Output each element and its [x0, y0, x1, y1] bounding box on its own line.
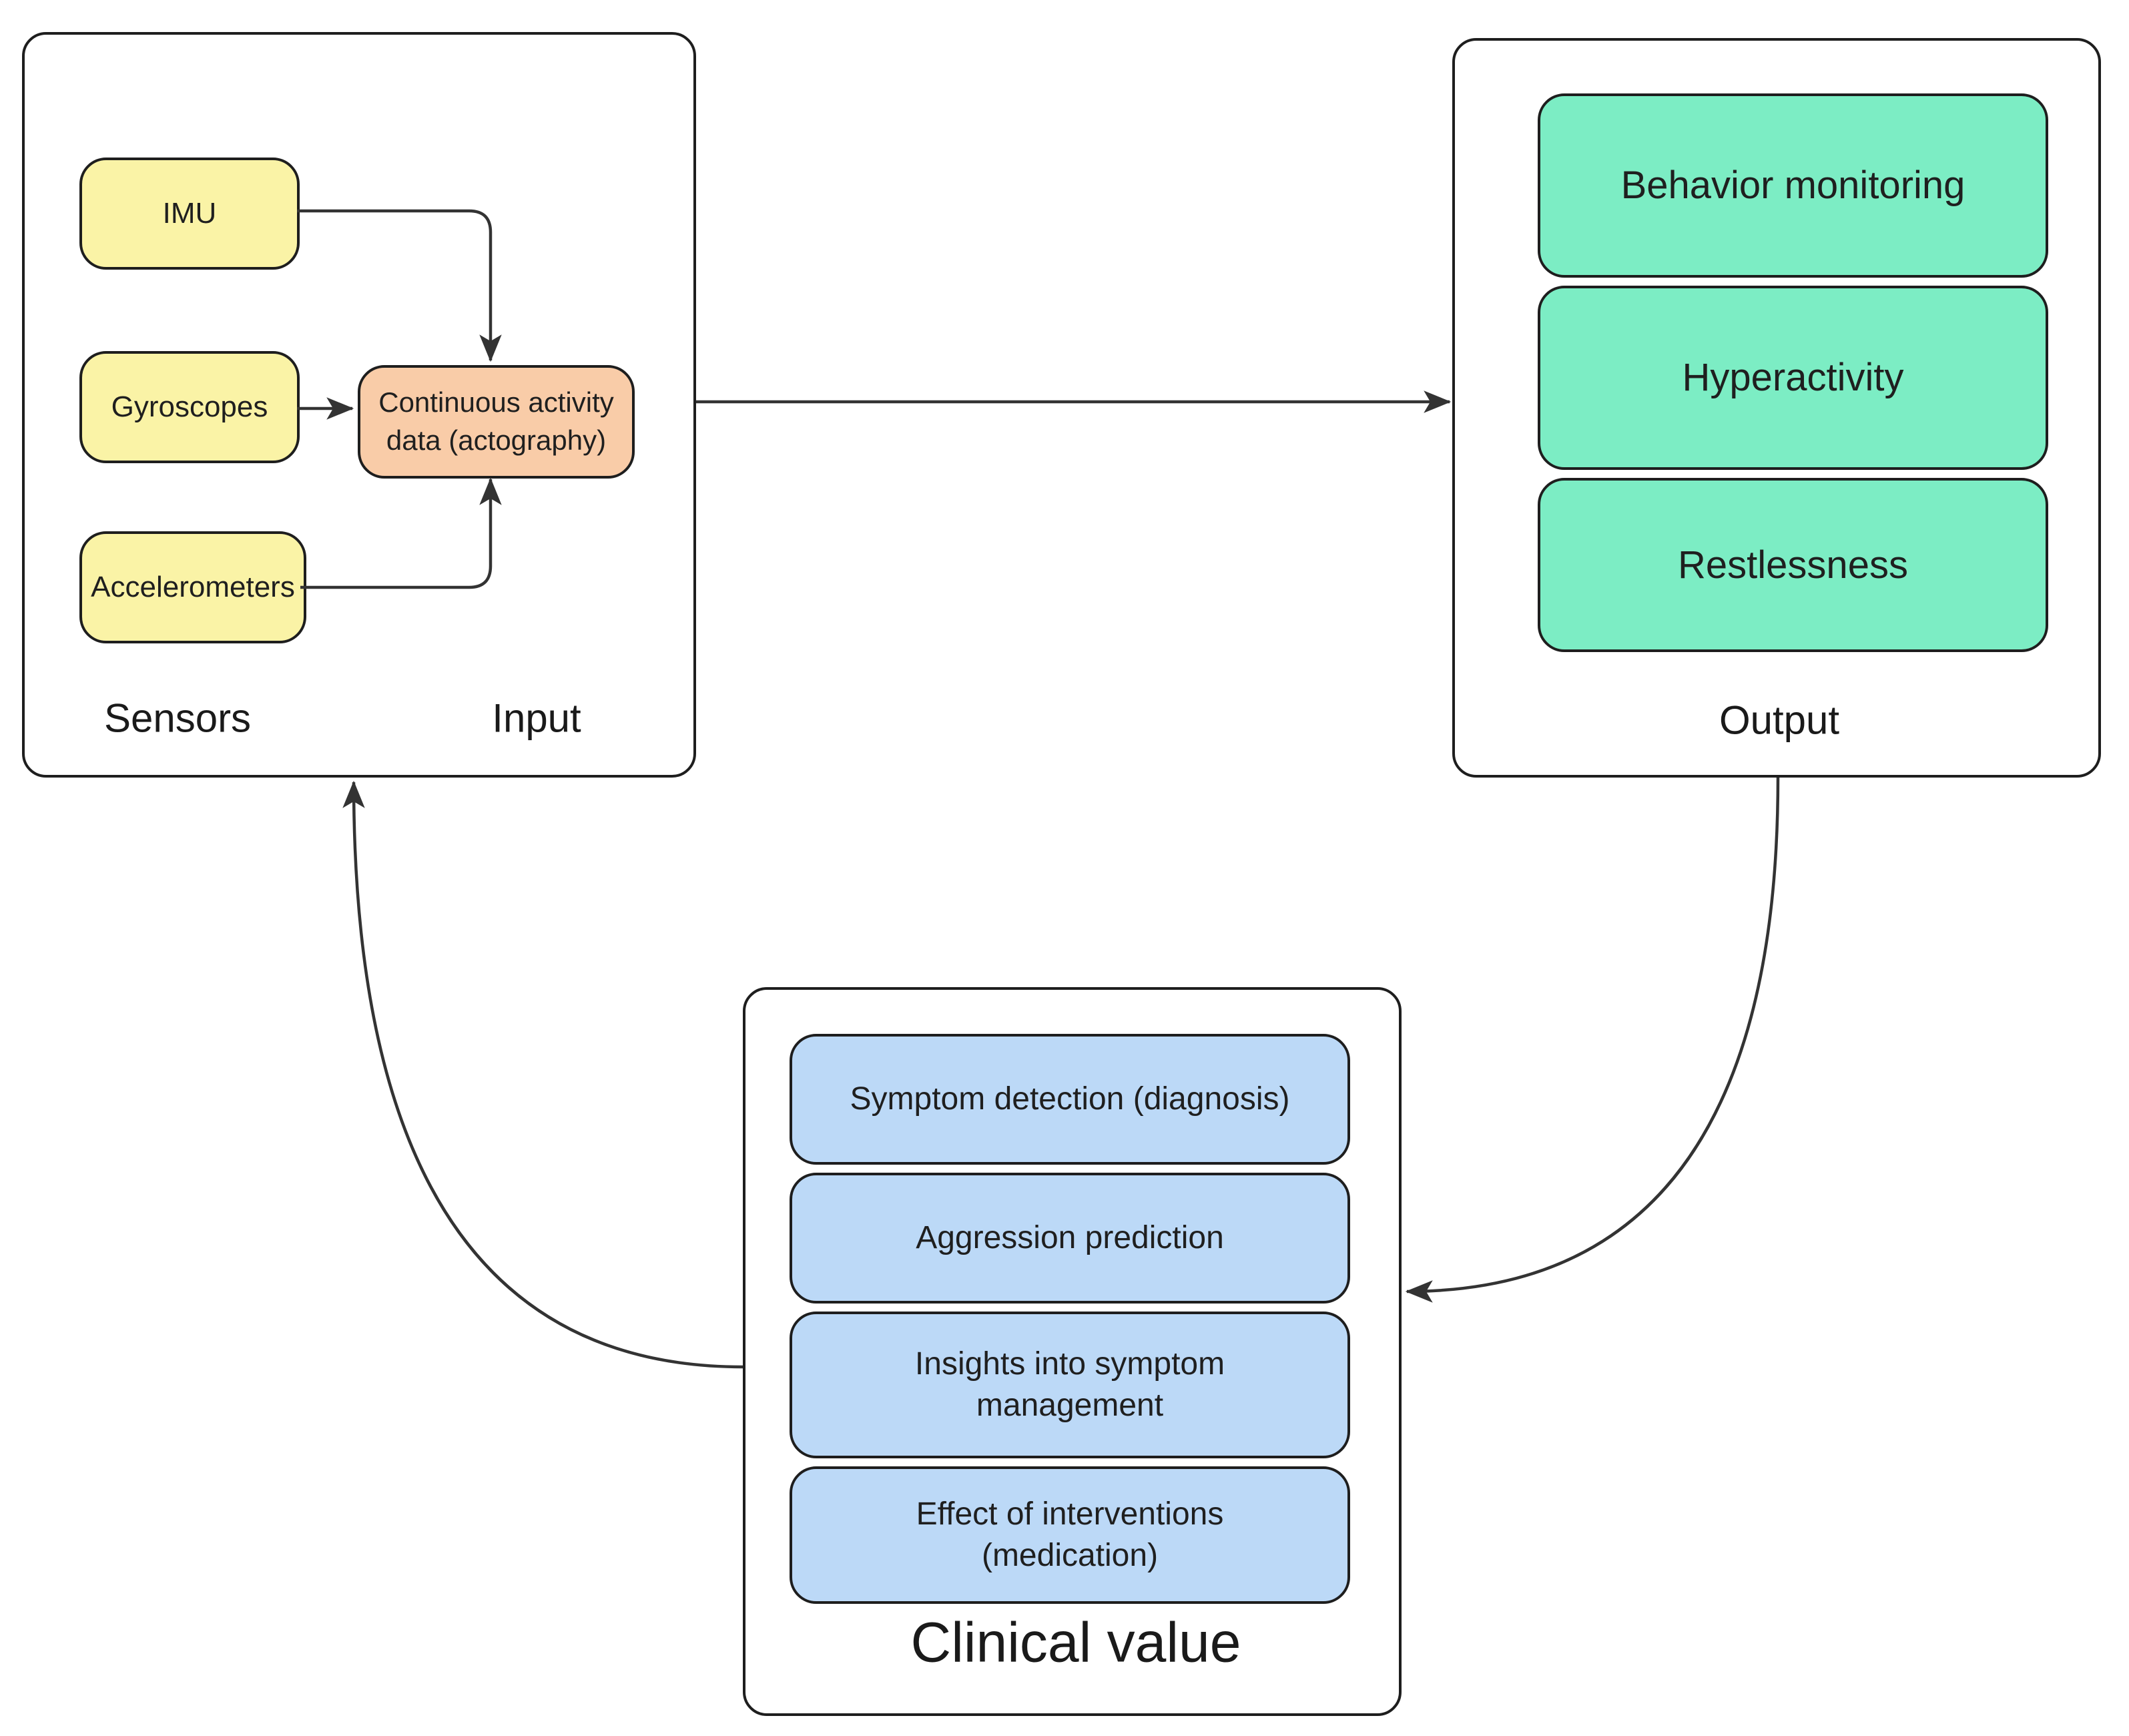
sensors-label: Sensors: [103, 695, 252, 741]
node-gyroscopes: Gyroscopes: [79, 351, 300, 463]
activity-line-1: Continuous activity: [378, 386, 614, 418]
interventions-line-1: Effect of interventions: [916, 1496, 1224, 1532]
sensors-input-panel: IMU Gyroscopes Accelerometers Continuous…: [22, 32, 696, 778]
aggression-prediction-line-1: Aggression prediction: [916, 1219, 1224, 1255]
clinical-value-label: Clinical value: [910, 1611, 1241, 1674]
node-effect-of-interventions: Effect of interventions (medication): [790, 1466, 1350, 1604]
node-insights-symptom-management: Insights into symptom management: [790, 1312, 1350, 1458]
node-accelerometers-label: Accelerometers: [91, 571, 295, 604]
node-symptom-detection: Symptom detection (diagnosis): [790, 1034, 1350, 1165]
insights-line-2: management: [976, 1388, 1164, 1423]
behavior-monitoring-label: Behavior monitoring: [1620, 164, 1965, 208]
node-continuous-activity-data: Continuous activity data (actography): [358, 365, 635, 479]
symptom-detection-line-1: Symptom detection (diagnosis): [850, 1081, 1290, 1117]
node-hyperactivity: Hyperactivity: [1538, 286, 2048, 470]
node-gyroscopes-label: Gyroscopes: [111, 390, 268, 424]
input-label: Input: [492, 695, 581, 741]
interventions-line-2: (medication): [981, 1538, 1159, 1573]
insights-line-1: Insights into symptom: [914, 1346, 1225, 1382]
output-label: Output: [1719, 697, 1840, 743]
arrow-clinical-to-sensors: [342, 780, 743, 1369]
node-restlessness: Restlessness: [1538, 478, 2048, 652]
node-behavior-monitoring: Behavior monitoring: [1538, 93, 2048, 278]
output-panel: Behavior monitoring Hyperactivity Restle…: [1452, 38, 2101, 778]
arrow-output-to-clinical: [1405, 777, 1780, 1303]
node-imu: IMU: [79, 158, 300, 270]
node-accelerometers: Accelerometers: [79, 531, 306, 643]
node-imu-label: IMU: [162, 197, 217, 230]
node-aggression-prediction: Aggression prediction: [790, 1173, 1350, 1304]
restlessness-label: Restlessness: [1678, 543, 1908, 587]
hyperactivity-label: Hyperactivity: [1682, 356, 1904, 400]
clinical-value-panel: Symptom detection (diagnosis) Aggression…: [743, 987, 1402, 1716]
activity-line-2: data (actography): [386, 424, 607, 456]
